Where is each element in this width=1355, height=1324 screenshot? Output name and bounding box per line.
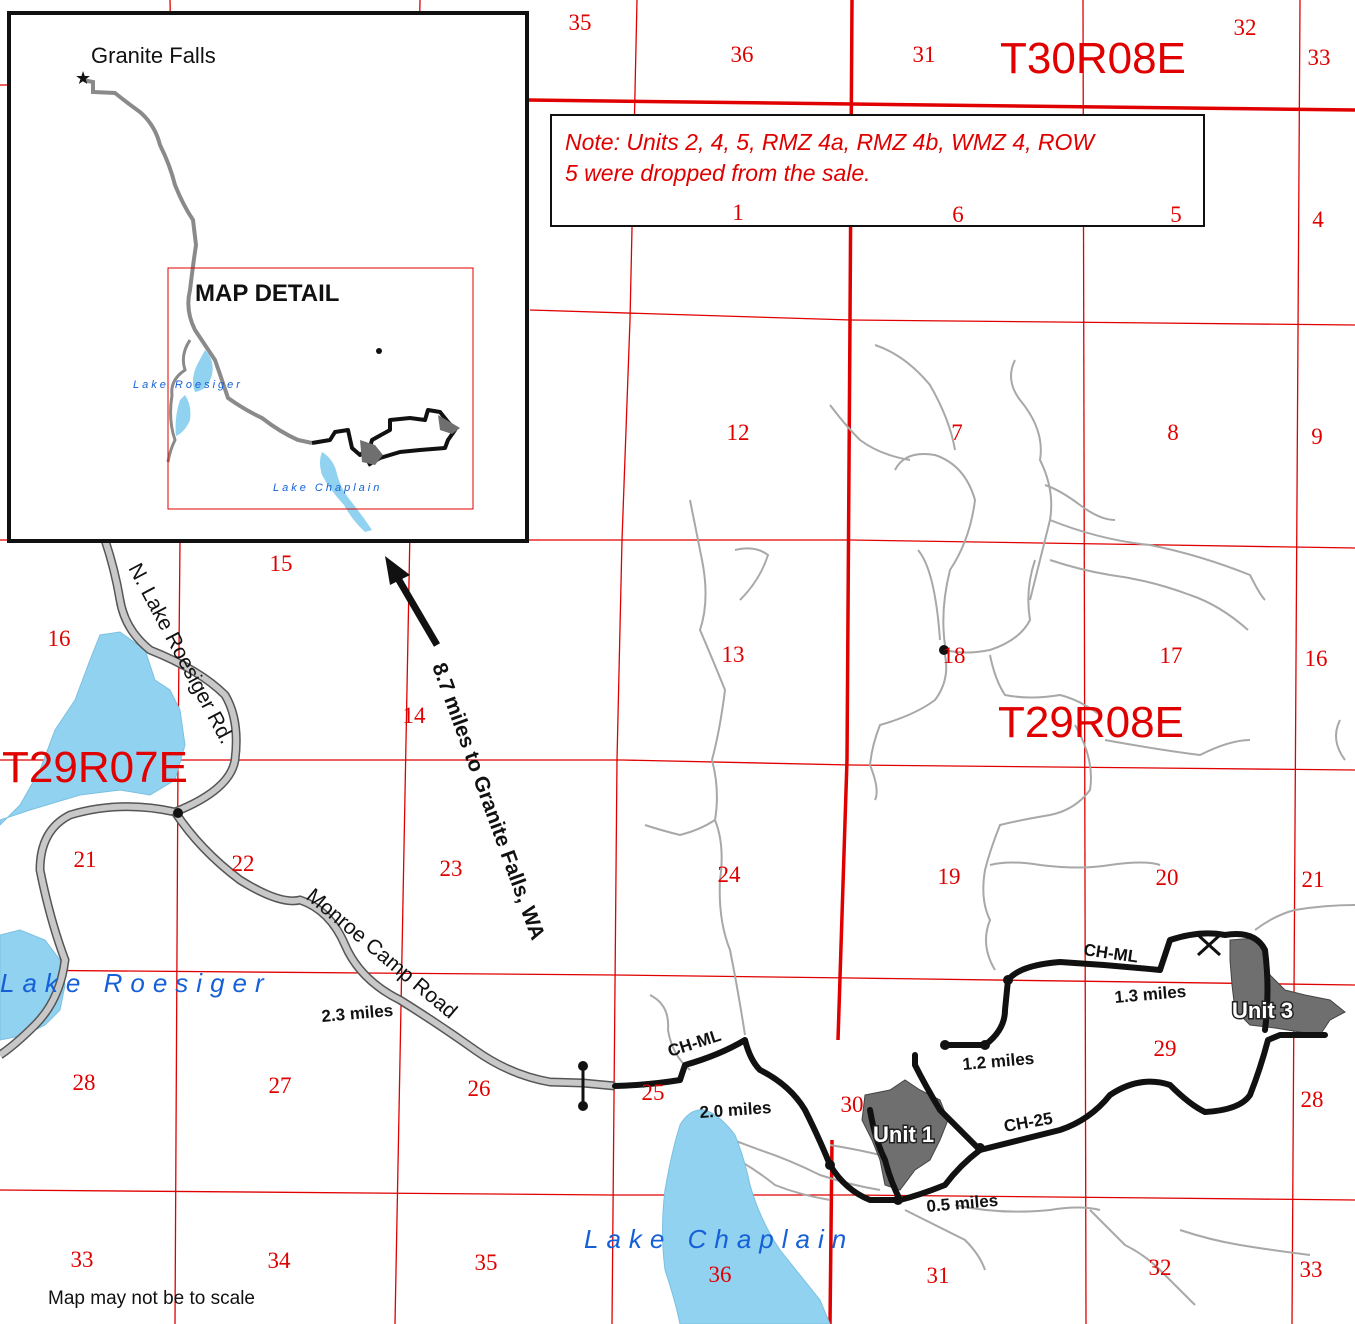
section-number: 33 (71, 1247, 94, 1272)
distance-1-3-miles: 1.3 miles (1114, 982, 1187, 1007)
section-number: 25 (642, 1080, 665, 1105)
section-number: 9 (1311, 424, 1323, 449)
section-number: 21 (74, 847, 97, 872)
section-number: 33 (1300, 1257, 1323, 1282)
section-number: 31 (913, 42, 936, 67)
note-line-2: 5 were dropped from the sale. (565, 160, 871, 186)
section-number: 34 (268, 1248, 292, 1273)
section-number: 19 (938, 864, 961, 889)
distance-0-5-miles: 0.5 miles (926, 1191, 999, 1216)
landing-icon (1196, 933, 1222, 957)
section-number: 36 (731, 42, 754, 67)
section-number: 29 (1154, 1036, 1177, 1061)
section-number: 21 (1302, 867, 1325, 892)
section-number: 31 (927, 1263, 950, 1288)
inset-map-detail-label: MAP DETAIL (195, 280, 339, 307)
harvest-units (861, 937, 1346, 1191)
section-number: 18 (943, 643, 966, 668)
inset-lake-roesiger-shape (175, 350, 213, 436)
scale-note: Map may not be to scale (48, 1288, 255, 1309)
note-line-1: Note: Units 2, 4, 5, RMZ 4a, RMZ 4b, WMZ… (565, 129, 1096, 155)
inset-lake-chaplain-label: Lake Chaplain (273, 482, 382, 494)
township-label-t29r08e: T29R08E (998, 698, 1184, 747)
section-number: 12 (727, 420, 750, 445)
distance-2-0-miles: 2.0 miles (699, 1098, 772, 1122)
junction-point (939, 645, 949, 655)
section-number: 30 (841, 1092, 864, 1117)
lake-roesiger-shape (0, 631, 186, 826)
lake-chaplain-label: Lake Chaplain (584, 1224, 854, 1254)
distance-2-3-miles: 2.3 miles (321, 1001, 394, 1026)
section-number: 32 (1149, 1255, 1172, 1280)
junction-point (893, 1195, 903, 1205)
lake-roesiger-label: Lake Roesiger (0, 968, 272, 998)
section-number: 7 (951, 420, 963, 445)
junction-point (825, 1160, 835, 1170)
section-number: 35 (475, 1250, 498, 1275)
granite-falls-star-icon: ★ (75, 68, 91, 89)
section-number: 32 (1234, 15, 1257, 40)
section-number: 16 (48, 626, 71, 651)
unit-1-label: Unit 1 (873, 1122, 934, 1147)
inset-map: ★ Granite Falls MAP DETAIL Lake Roesiger… (7, 11, 529, 543)
section-number: 24 (718, 862, 742, 887)
section-number: 28 (1301, 1087, 1324, 1112)
inset-granite-falls-label: Granite Falls (91, 43, 216, 68)
inset-lake-chaplain-shape (320, 452, 372, 532)
section-numbers: 35 36 31 32 33 1 6 5 4 12 7 8 9 15 16 13… (48, 10, 1331, 1288)
section-number: 1 (732, 200, 744, 225)
road-points (173, 645, 1222, 1205)
section-number: 14 (403, 703, 427, 728)
lake-chaplain-shape (662, 1109, 831, 1324)
section-number: 35 (569, 10, 592, 35)
junction-point (975, 1143, 985, 1153)
section-number: 23 (440, 856, 463, 881)
map-detail-extent (167, 267, 474, 510)
granite-falls-arrow (385, 556, 441, 647)
unit-3-label: Unit 3 (1232, 998, 1293, 1023)
township-labels: T30R08E T29R08E T29R07E (2, 34, 1186, 792)
township-label-t29r07e: T29R07E (2, 743, 188, 792)
section-number: 36 (709, 1262, 732, 1287)
water-bodies (0, 631, 831, 1324)
section-number: 33 (1308, 45, 1331, 70)
paved-roads (0, 538, 616, 1091)
streams (644, 344, 1355, 1306)
section-number: 26 (468, 1076, 491, 1101)
section-number: 27 (269, 1073, 292, 1098)
distance-1-2-miles: 1.2 miles (962, 1049, 1035, 1074)
junction-point (940, 1040, 950, 1050)
section-number: 16 (1305, 646, 1328, 671)
junction-point (173, 808, 183, 818)
granite-falls-distance-label: 8.7 miles to Granite Falls, WA (427, 660, 549, 943)
inset-lake-roesiger-label: Lake Roesiger (133, 379, 243, 391)
junction-point (980, 1040, 990, 1050)
note-box: Note: Units 2, 4, 5, RMZ 4a, RMZ 4b, WMZ… (550, 114, 1205, 227)
section-number: 8 (1167, 420, 1179, 445)
section-number: 15 (270, 551, 293, 576)
township-label-t30r08e: T30R08E (1000, 34, 1186, 83)
section-number: 6 (952, 202, 964, 227)
junction-point (1003, 975, 1013, 985)
section-number: 22 (232, 851, 255, 876)
section-number: 4 (1312, 207, 1324, 232)
section-number: 28 (73, 1070, 96, 1095)
section-number: 20 (1156, 865, 1179, 890)
section-number: 13 (722, 642, 745, 667)
section-number: 17 (1160, 643, 1183, 668)
section-number: 5 (1170, 202, 1182, 227)
